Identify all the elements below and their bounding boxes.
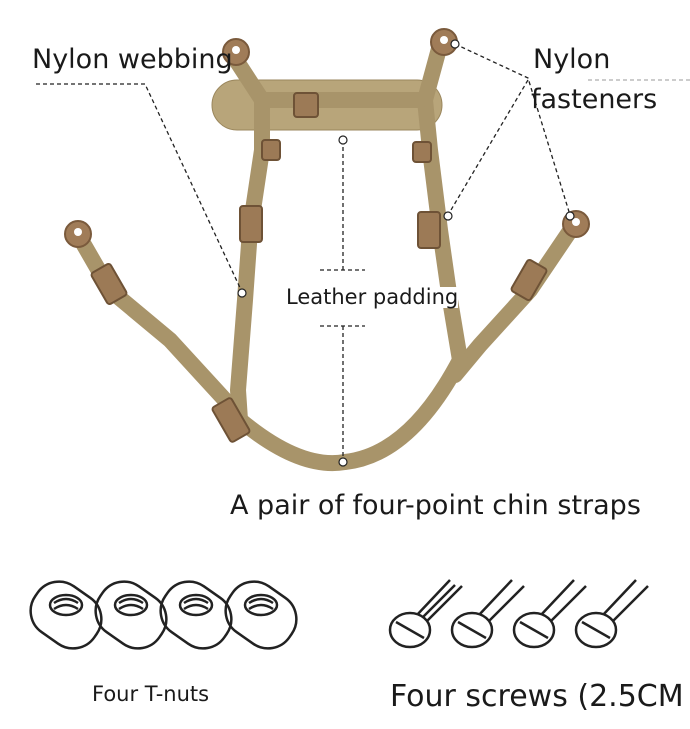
label-nylon-webbing: Nylon webbing <box>32 44 233 75</box>
label-t-nuts: Four T-nuts <box>92 682 210 706</box>
t-nut-icons <box>29 580 298 650</box>
callout-lines <box>36 43 571 462</box>
label-screws: Four screws (2.5CM <box>390 679 684 714</box>
nylon-straps <box>72 37 582 471</box>
label-nylon-fasteners-line2: fasteners <box>531 84 658 115</box>
label-chin-straps: A pair of four-point chin straps <box>230 490 641 521</box>
screw-icons <box>388 579 649 649</box>
buckle-icons <box>90 92 548 443</box>
label-leather-padding: Leather padding <box>286 285 459 309</box>
label-nylon-fasteners-line1: Nylon <box>533 44 611 75</box>
